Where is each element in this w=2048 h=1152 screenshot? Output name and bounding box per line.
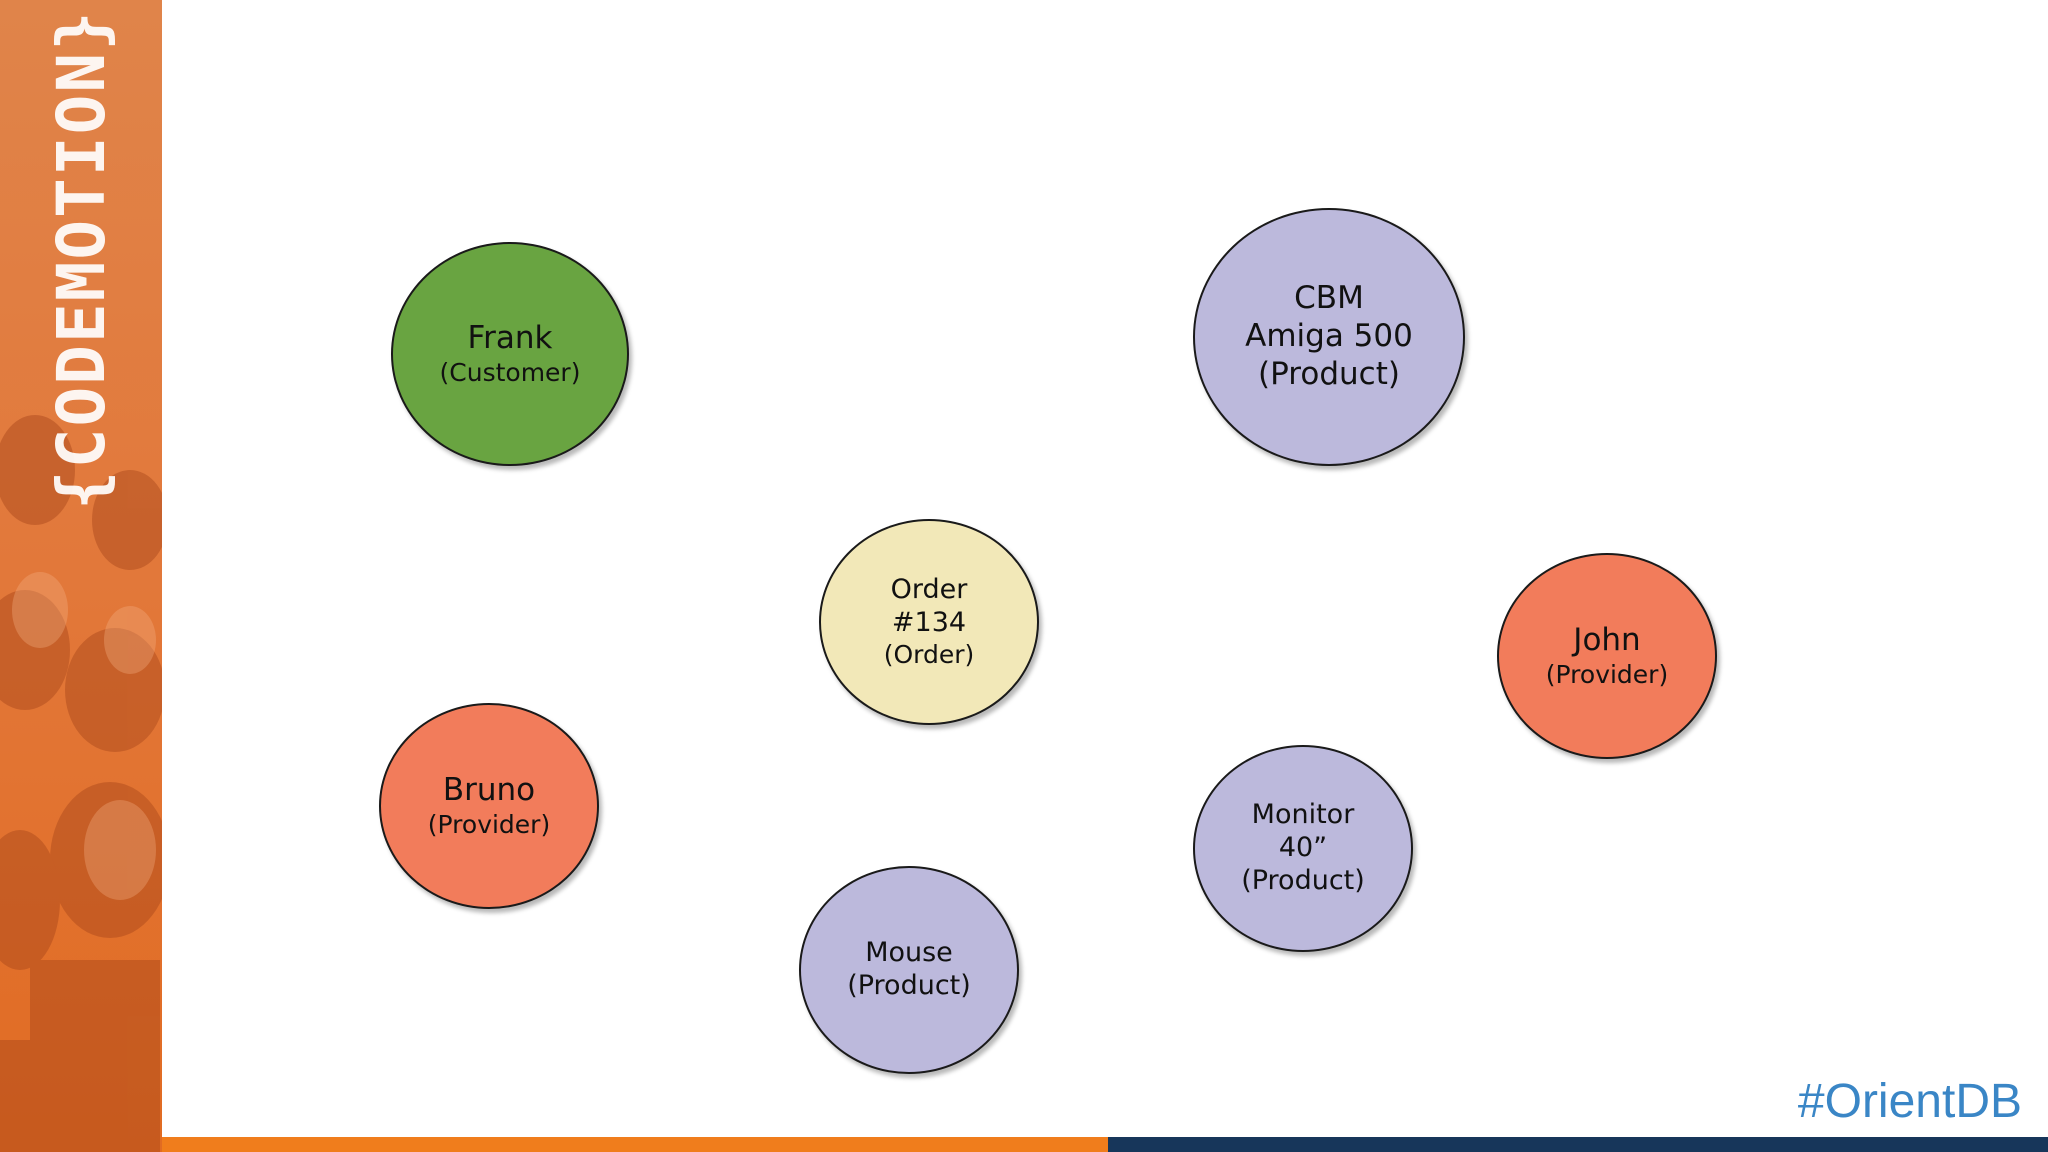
node-order-line2: #134 [891,606,967,638]
node-order-line1: Order [890,573,968,605]
node-monitor-line2: 40” [1278,832,1328,864]
codemotion-sidebar: {CODEMOTION} [0,0,162,1152]
node-frank: Frank (Customer) [391,242,629,466]
node-frank-type: (Customer) [439,357,581,387]
node-john-type: (Provider) [1545,659,1669,689]
node-mouse: Mouse (Product) [799,866,1019,1074]
node-bruno: Bruno (Provider) [379,703,599,909]
node-john: John (Provider) [1497,553,1717,759]
node-cbm-line1: CBM [1294,280,1364,317]
node-frank-name: Frank [467,319,553,356]
node-mouse-type: (Product) [847,970,971,1001]
node-cbm-line2: Amiga 500 [1245,318,1413,355]
logo-text: {CODEMOTION} [43,9,120,510]
node-order-type: (Order) [883,639,975,669]
node-cbm-amiga: CBM Amiga 500 (Product) [1193,208,1465,466]
node-cbm-type: (Product) [1258,355,1400,392]
node-monitor-line1: Monitor [1251,799,1355,831]
hashtag-orientdb: #OrientDB [1797,1075,2022,1128]
node-order: Order #134 (Order) [819,519,1039,725]
node-bruno-name: Bruno [442,771,536,808]
node-john-name: John [1573,621,1641,658]
footer-bar-navy [1108,1137,2048,1152]
node-monitor: Monitor 40” (Product) [1193,745,1413,952]
node-bruno-type: (Provider) [427,809,551,839]
node-mouse-name: Mouse [865,937,953,969]
footer-bar-orange [162,1137,1108,1152]
codemotion-logo: {CODEMOTION} [0,0,162,1152]
node-monitor-type: (Product) [1241,864,1365,896]
